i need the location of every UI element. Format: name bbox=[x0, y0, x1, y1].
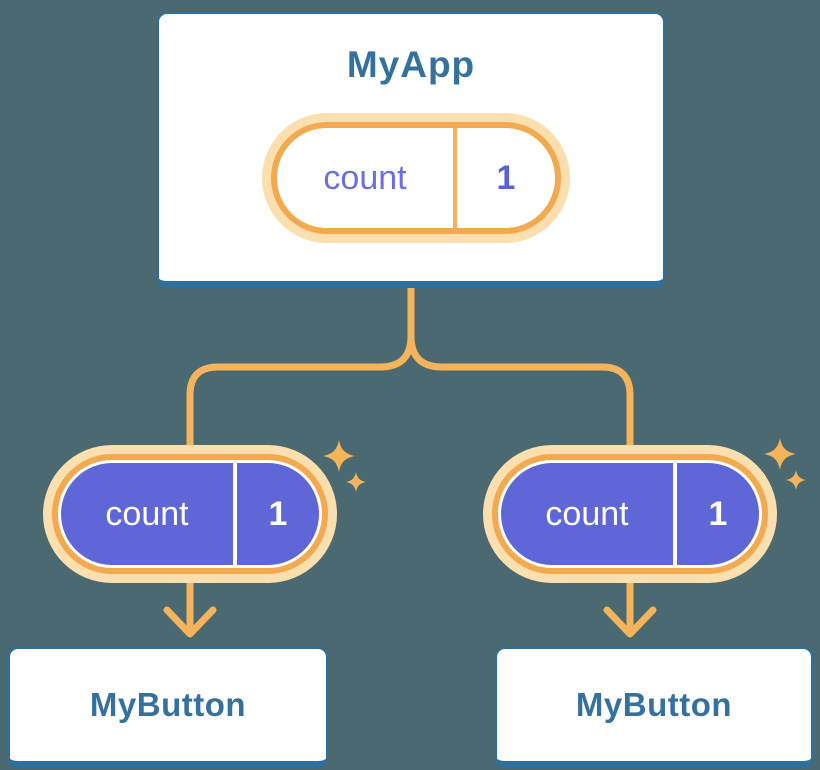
prop-pill-ring: count 1 bbox=[492, 454, 768, 574]
pill-divider bbox=[233, 463, 237, 565]
arrow-down-left-icon bbox=[163, 576, 217, 638]
prop-pill-label: count bbox=[545, 494, 629, 533]
state-pill-root: count 1 bbox=[262, 113, 570, 243]
child-component-card-left: MyButton bbox=[8, 647, 328, 768]
prop-pill-value: 1 bbox=[268, 494, 288, 533]
state-pill-ring: count 1 bbox=[271, 122, 561, 234]
connector-left-branch bbox=[186, 283, 415, 456]
prop-pill-ring: count 1 bbox=[52, 454, 328, 574]
sparkle-icon bbox=[346, 472, 366, 492]
state-pill-body: count 1 bbox=[277, 128, 555, 228]
prop-pill-left: count 1 bbox=[43, 445, 337, 583]
prop-pill-value: 1 bbox=[708, 494, 728, 533]
arrow-down-right-icon bbox=[603, 576, 657, 638]
sparkle-icon bbox=[786, 470, 806, 490]
pill-divider bbox=[453, 128, 457, 228]
prop-pill-label: count bbox=[105, 494, 189, 533]
child-component-title: MyButton bbox=[575, 686, 733, 723]
prop-pill-right: count 1 bbox=[483, 445, 777, 583]
root-component-card: MyApp count 1 bbox=[157, 12, 665, 288]
root-component-title: MyApp bbox=[346, 44, 476, 85]
state-pill-label: count bbox=[323, 158, 407, 197]
sparkle-icon bbox=[323, 440, 355, 472]
child-component-title: MyButton bbox=[89, 686, 247, 723]
connector-right-branch bbox=[407, 332, 634, 456]
pill-divider bbox=[673, 463, 677, 565]
prop-pill-body: count 1 bbox=[501, 463, 759, 565]
prop-pill-body: count 1 bbox=[61, 463, 319, 565]
state-pill-value: 1 bbox=[496, 158, 516, 197]
sparkle-icon bbox=[764, 438, 796, 470]
child-component-card-right: MyButton bbox=[495, 647, 813, 768]
